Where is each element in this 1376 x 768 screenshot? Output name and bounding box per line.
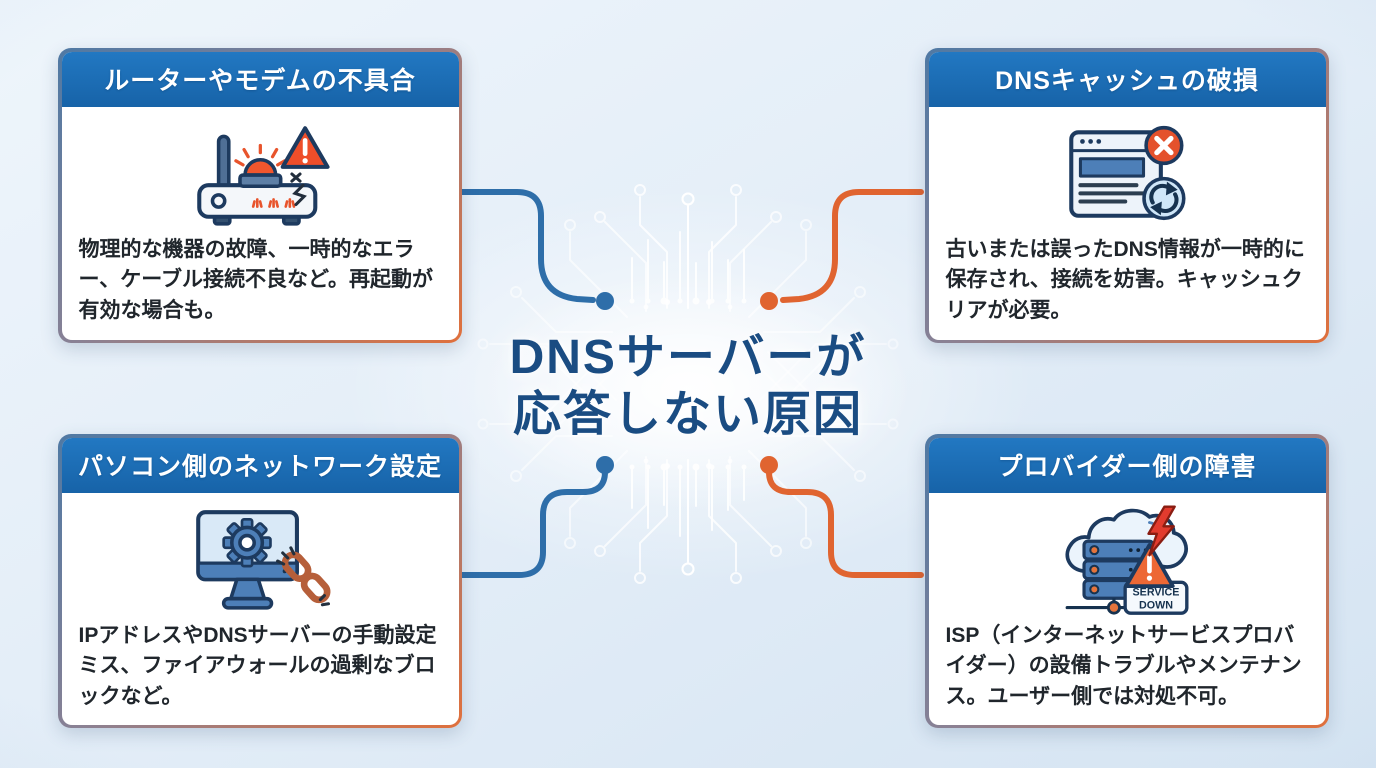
service-down-text-line1: SERVICE	[1132, 586, 1179, 598]
card-pc-network-header: パソコン側のネットワーク設定	[61, 437, 459, 493]
warning-triangle-icon	[280, 125, 330, 169]
network-line	[1065, 597, 1129, 615]
connector-provider	[766, 469, 924, 578]
page-title: DNSサーバーが 応答しない原因	[510, 330, 867, 443]
broken-link-icon	[276, 545, 331, 606]
card-provider-icon-area: SERVICE DOWN	[929, 493, 1326, 620]
router-alert-icon	[196, 125, 330, 226]
connector-dns-cache	[780, 189, 924, 303]
card-dns-cache-icon-area	[929, 107, 1326, 234]
card-dns-cache-body: 古いまたは誤ったDNS情報が一時的に保存され、接続を妨害。キャッシュクリアが必要…	[945, 237, 1305, 323]
node-dot-orange-top	[760, 292, 778, 310]
card-dns-cache-header: DNSキャッシュの破損	[928, 51, 1326, 107]
warning-triangle-icon	[1124, 542, 1175, 588]
card-router-icon-area	[62, 107, 459, 234]
page-title-line2: 応答しない原因	[512, 387, 863, 441]
node-dot-orange-bottom	[760, 456, 778, 474]
card-dns-cache: DNSキャッシュの破損	[925, 48, 1329, 343]
service-down-text-line2: DOWN	[1139, 599, 1173, 611]
card-router-header: ルーターやモデムの不具合	[61, 51, 459, 107]
card-provider-outage: プロバイダー側の障害	[925, 434, 1329, 728]
browser-window	[1068, 129, 1163, 218]
card-pc-network-icon-area	[62, 493, 459, 620]
card-router-modem: ルーターやモデムの不具合	[58, 48, 462, 343]
disconnect-marks	[290, 171, 307, 206]
card-pc-network: パソコン側のネットワーク設定	[58, 434, 462, 728]
cloud-server-outage-icon: SERVICE DOWN	[1065, 505, 1189, 615]
page-title-line1: DNSサーバーが	[509, 331, 867, 384]
browser-error-refresh-icon	[1068, 125, 1186, 220]
error-badge-icon	[1144, 125, 1184, 165]
card-provider-header: プロバイダー側の障害	[928, 437, 1326, 493]
service-down-sign: SERVICE DOWN	[1123, 580, 1189, 615]
lightning-bolt-icon	[1147, 505, 1176, 556]
node-dot-blue-bottom	[596, 456, 614, 474]
node-dot-blue-top	[596, 292, 614, 310]
gear-icon	[222, 517, 273, 567]
connector-pc-network	[452, 469, 608, 578]
connector-router	[452, 189, 596, 303]
router-led-indicators	[251, 197, 295, 208]
card-provider-body: ISP（インターネットサービスプロバイダー）の設備トラブルやメンテナンス。ユーザ…	[945, 623, 1302, 709]
refresh-badge-icon	[1142, 176, 1186, 220]
siren-rays	[233, 143, 287, 166]
card-router-body: 物理的な機器の故障、一時的なエラー、ケーブル接続不良など。再起動が有効な場合も。	[78, 237, 433, 323]
card-pc-network-body: IPアドレスやDNSサーバーの手動設定ミス、ファイアウォールの過剰なブロックなど…	[78, 623, 437, 709]
siren-icon	[237, 157, 283, 188]
monitor-gear-broken-link-icon	[196, 509, 331, 610]
